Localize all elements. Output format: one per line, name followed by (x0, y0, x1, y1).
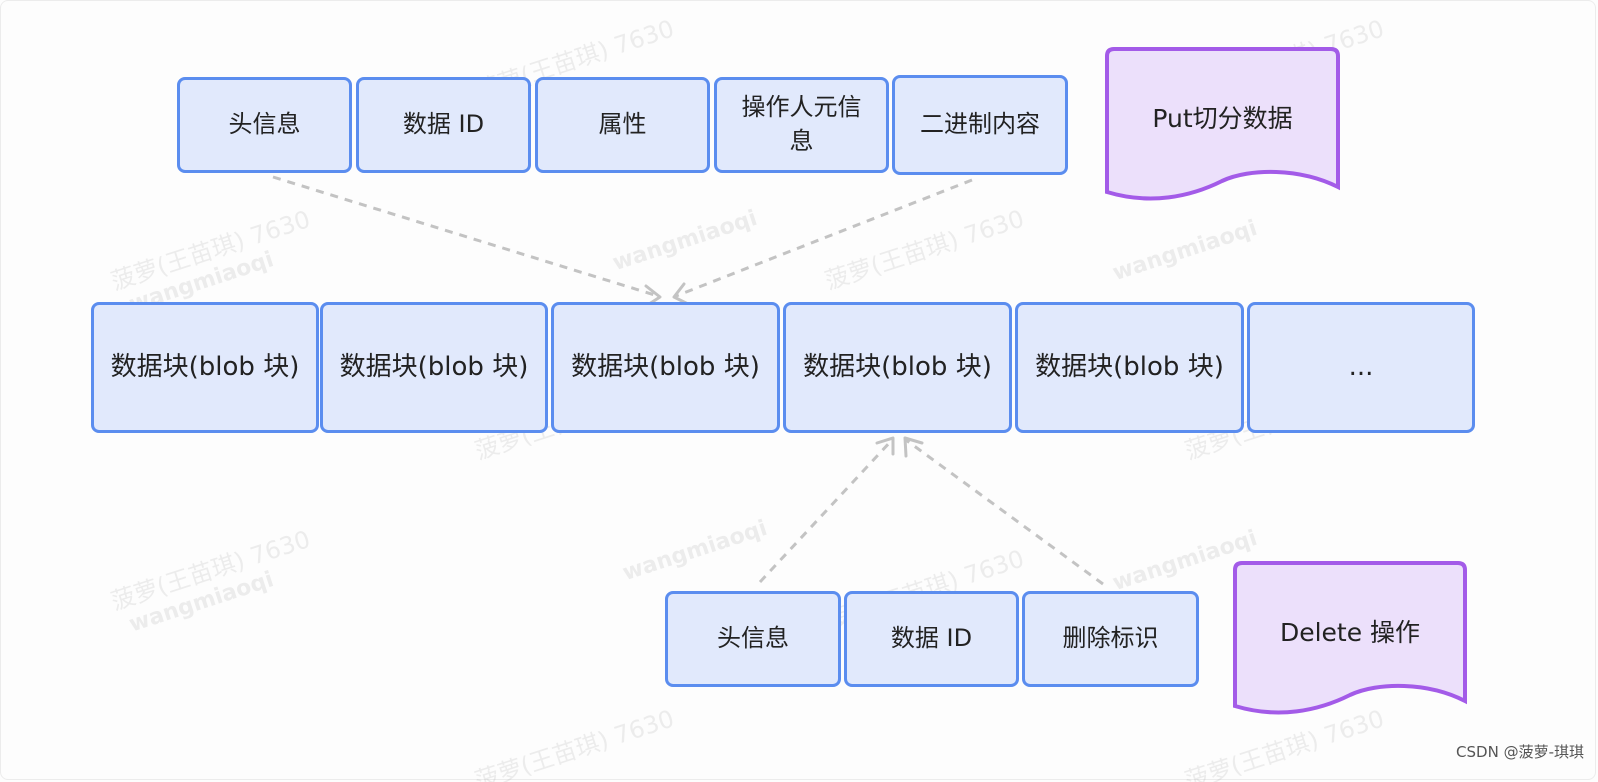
arrow-delete-header-to-block (758, 438, 894, 584)
delete-field-label: 头信息 (717, 624, 789, 653)
put-document-shape (1105, 47, 1340, 201)
delete-field-header: 头信息 (665, 591, 841, 687)
blob-block-label: 数据块(blob 块) (803, 352, 992, 383)
footer-credit: CSDN @菠萝-琪琪 (1456, 743, 1584, 761)
blob-block-label: 数据块(blob 块) (1035, 352, 1224, 383)
arrow-delete-flag-to-block (905, 438, 1104, 586)
put-field-label: 二进制内容 (920, 110, 1040, 139)
put-label-text: Put切分数据 (1152, 104, 1293, 133)
put-field-operator-meta: 操作人元信息 (714, 77, 889, 173)
arrow-head (903, 436, 924, 458)
blob-block-label: 数据块(blob 块) (110, 352, 300, 383)
blob-block-label: 数据块(blob 块) (339, 352, 529, 383)
delete-field-flag: 删除标识 (1022, 591, 1199, 687)
delete-field-label: 删除标识 (1062, 624, 1159, 653)
delete-document-label: Delete 操作 (1235, 563, 1465, 699)
arrow-put-header-to-block (272, 175, 659, 298)
arrow-head (875, 436, 895, 456)
put-field-data-id: 数据 ID (356, 77, 531, 173)
delete-field-label: 数据 ID (890, 624, 973, 653)
blob-block: 数据块(blob 块) (551, 302, 780, 433)
put-field-label: 头信息 (228, 110, 301, 139)
blob-block-label: 数据块(blob 块) (571, 352, 760, 383)
put-field-label: 数据 ID (402, 110, 485, 139)
delete-document-shape (1233, 561, 1467, 715)
blob-block: 数据块(blob 块) (783, 302, 1012, 433)
delete-label-text: Delete 操作 (1279, 618, 1421, 647)
put-field-attributes: 属性 (535, 77, 710, 173)
put-field-binary: 二进制内容 (892, 75, 1068, 175)
blob-block: 数据块(blob 块) (91, 302, 319, 433)
put-field-label: 属性 (598, 110, 647, 139)
arrow-head (672, 282, 690, 306)
put-field-header: 头信息 (177, 77, 352, 173)
put-document-label: Put切分数据 (1107, 49, 1338, 185)
arrow-put-binary-to-block (675, 178, 973, 298)
put-field-label: 操作人元信息 (741, 93, 862, 155)
blob-block: 数据块(blob 块) (1015, 302, 1244, 433)
blob-block-ellipsis: ... (1247, 302, 1475, 433)
blob-block: 数据块(blob 块) (320, 302, 548, 433)
blob-block-label: ... (1348, 352, 1374, 383)
delete-field-data-id: 数据 ID (844, 591, 1019, 687)
